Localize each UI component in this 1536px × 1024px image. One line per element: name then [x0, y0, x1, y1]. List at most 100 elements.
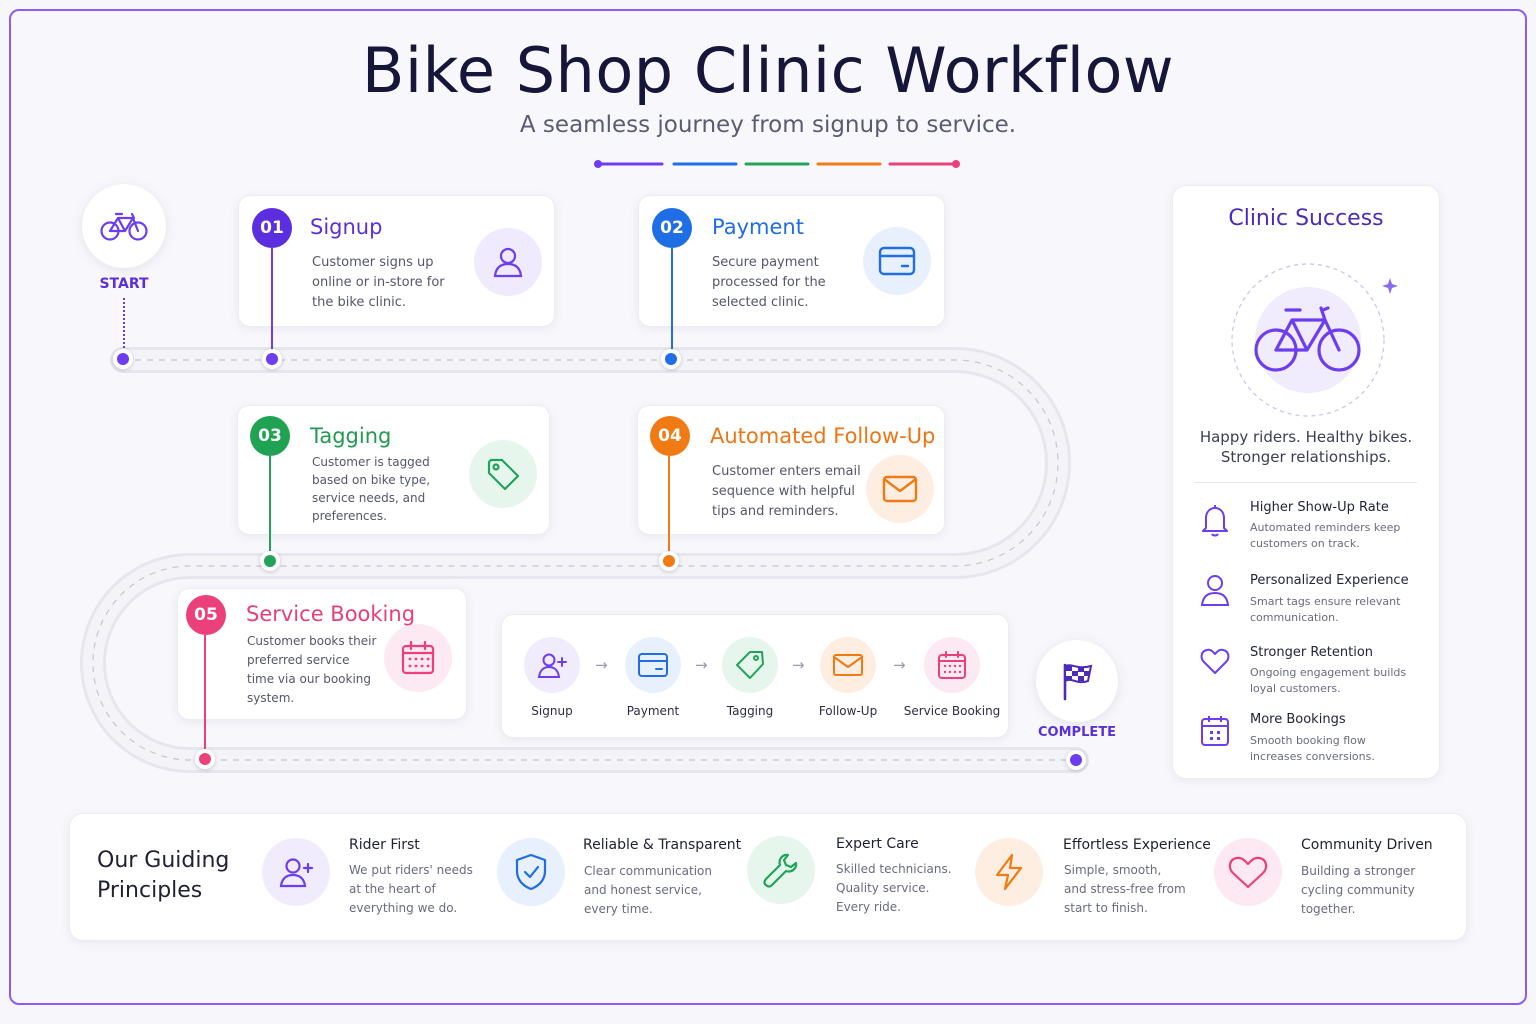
- principle-desc-line: Every ride.: [836, 900, 901, 914]
- benefit-title: Personalized Experience: [1250, 573, 1409, 588]
- arrow-right-icon: →: [695, 656, 708, 674]
- step-node-01: [262, 349, 282, 369]
- tag-icon: [469, 440, 537, 508]
- step-desc-line: preferred service: [247, 653, 350, 667]
- arrow-right-icon: →: [595, 656, 608, 674]
- principle-desc-line: We put riders' needs: [349, 863, 473, 877]
- credit-card-icon: [625, 637, 681, 693]
- benefit-title: Higher Show-Up Rate: [1250, 500, 1389, 515]
- principle-title: Rider First: [349, 837, 420, 853]
- step-node-02: [661, 349, 681, 369]
- benefit-title: Stronger Retention: [1250, 645, 1374, 660]
- step-connector-01: [271, 248, 273, 352]
- step-number-03: 03: [250, 416, 290, 456]
- step-connector-03: [269, 456, 271, 554]
- step-title-tagging: Tagging: [310, 424, 392, 448]
- step-connector-04: [668, 456, 670, 554]
- benefit-desc-line: Ongoing engagement builds: [1250, 666, 1407, 679]
- user-icon: [1200, 575, 1230, 606]
- mail-icon: [820, 637, 876, 693]
- heart-icon: [1214, 838, 1282, 906]
- benefit-desc-line: Smooth booking flow: [1250, 734, 1366, 747]
- lightning-icon: [975, 838, 1043, 906]
- bell-icon: [1202, 505, 1228, 537]
- step-desc-line: system.: [247, 691, 295, 705]
- step-number-05: 05: [186, 595, 226, 635]
- step-desc-line: tips and reminders.: [712, 504, 839, 519]
- tag-icon: [722, 637, 778, 693]
- complete-label: COMPLETE: [1038, 725, 1116, 740]
- mini-flow-label: Tagging: [726, 704, 774, 718]
- user-plus-icon: [262, 838, 330, 906]
- step-desc-line: Secure payment: [712, 255, 819, 270]
- step-desc-line: selected clinic.: [712, 295, 809, 310]
- calendar-icon: [384, 624, 452, 692]
- step-title-payment: Payment: [712, 215, 804, 239]
- wrench-icon: [747, 836, 815, 904]
- principle-desc-line: and stress-free from: [1064, 882, 1186, 896]
- principle-title: Community Driven: [1301, 837, 1433, 853]
- step-desc-line: time via our booking: [247, 672, 372, 686]
- mail-icon: [866, 455, 934, 523]
- clinic-tagline-line: Stronger relationships.: [1220, 448, 1392, 466]
- principle-desc-line: cycling community: [1301, 883, 1415, 897]
- mini-flow-label: Follow-Up: [818, 704, 878, 718]
- step-connector-02: [671, 248, 673, 352]
- benefit-desc-line: loyal customers.: [1250, 682, 1341, 695]
- benefit-desc-line: communication.: [1250, 611, 1339, 624]
- benefit-desc-line: Smart tags ensure relevant: [1250, 595, 1401, 608]
- mini-flow-label: Payment: [626, 704, 680, 718]
- benefit-title: More Bookings: [1250, 712, 1346, 727]
- step-desc-line: Customer enters email: [712, 464, 861, 479]
- sidebar-divider: [1195, 482, 1417, 483]
- benefit-desc-line: Automated reminders keep: [1250, 521, 1401, 534]
- step-title-service-booking: Service Booking: [246, 602, 416, 626]
- user-plus-icon: [524, 637, 580, 693]
- principle-desc-line: every time.: [584, 902, 653, 916]
- step-desc-line: preferences.: [312, 509, 387, 523]
- step-desc-line: online or in-store for: [312, 275, 445, 290]
- checkered-flag-icon: [1063, 663, 1093, 701]
- step-desc-line: service needs, and: [312, 491, 426, 505]
- principle-desc-line: at the heart of: [349, 882, 436, 896]
- clinic-tagline-line: Happy riders. Healthy bikes.: [1199, 428, 1413, 446]
- mini-flow-label: Signup: [531, 704, 573, 718]
- principle-desc-line: Quality service.: [836, 881, 930, 895]
- step-desc-line: the bike clinic.: [312, 295, 407, 310]
- principle-title: Reliable & Transparent: [583, 837, 742, 853]
- benefit-desc-line: increases conversions.: [1250, 750, 1375, 763]
- start-connector: [123, 298, 125, 352]
- principles-heading-line: Principles: [97, 878, 203, 903]
- principle-title: Effortless Experience: [1063, 837, 1211, 853]
- step-title-signup: Signup: [310, 215, 383, 239]
- bicycle-illustration: [1231, 263, 1398, 417]
- step-number-01: 01: [252, 208, 292, 248]
- credit-card-icon: [863, 227, 931, 295]
- principle-desc-line: together.: [1301, 902, 1356, 916]
- principle-desc-line: Simple, smooth,: [1064, 863, 1162, 877]
- principle-desc-line: and honest service,: [584, 883, 702, 897]
- start-label: START: [99, 276, 149, 292]
- shield-check-icon: [497, 838, 565, 906]
- step-number-04: 04: [650, 416, 690, 456]
- arrow-right-icon: →: [893, 656, 906, 674]
- step-desc-line: processed for the: [712, 275, 826, 290]
- principle-desc-line: everything we do.: [349, 901, 458, 915]
- calendar-icon: [1201, 716, 1229, 746]
- complete-node: [1066, 750, 1086, 770]
- principle-title: Expert Care: [836, 836, 919, 852]
- complete-badge: [1036, 640, 1118, 722]
- mini-flow-label: Service Booking: [903, 704, 1001, 718]
- page-title: Bike Shop Clinic Workflow: [361, 34, 1175, 107]
- heart-icon: [1200, 648, 1230, 674]
- principles-heading-line: Our Guiding: [97, 848, 230, 873]
- step-desc-line: based on bike type,: [312, 473, 431, 487]
- bicycle-icon: [100, 212, 148, 241]
- principle-desc-line: Clear communication: [584, 864, 712, 878]
- benefit-desc-line: customers on track.: [1250, 537, 1360, 550]
- step-connector-05: [204, 635, 206, 749]
- clinic-success-title: Clinic Success: [1228, 206, 1384, 231]
- principle-desc-line: Building a stronger: [1301, 864, 1416, 878]
- step-number-02: 02: [652, 208, 692, 248]
